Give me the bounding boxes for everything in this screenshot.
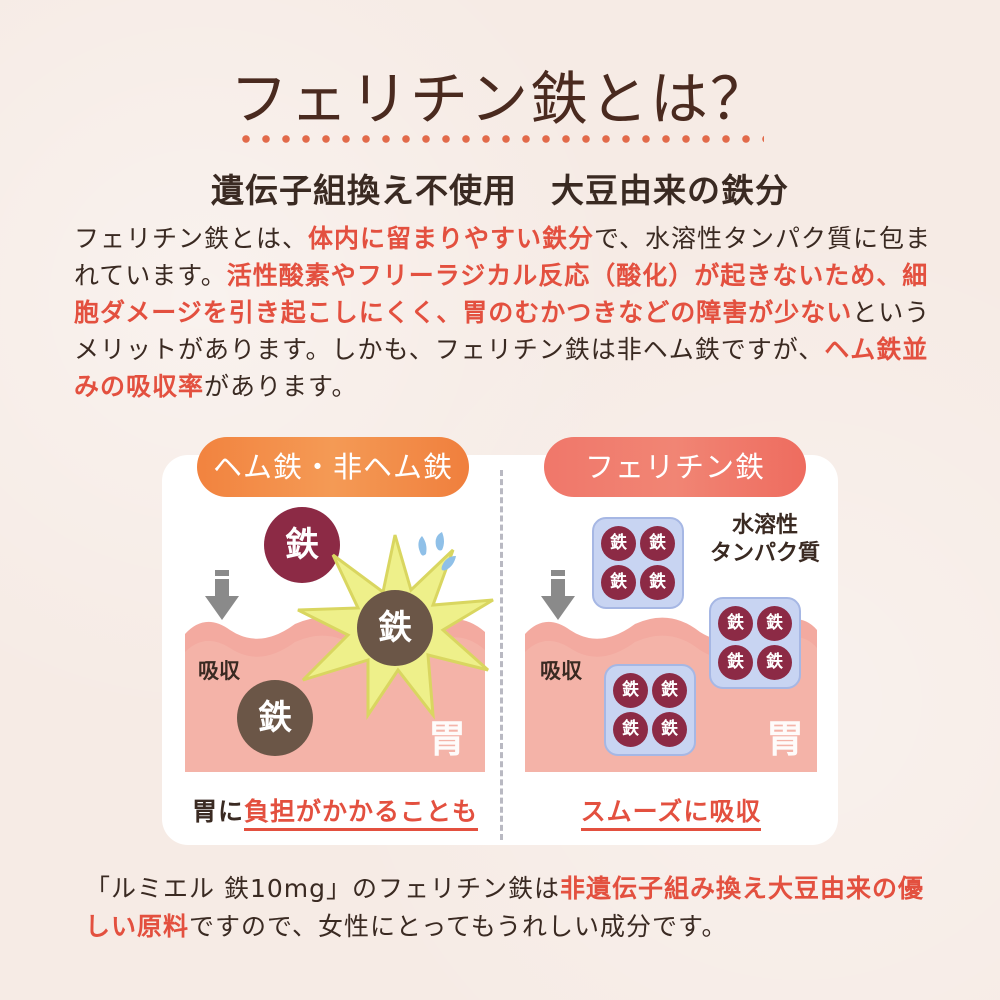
ferritin-iron-label: フェリチン鉄 [544, 437, 806, 497]
iron-dot: 鉄 [601, 526, 636, 561]
intro-segment: というメリットがあります。しかも、フェリチン鉄は非ヘム鉄ですが、 [74, 298, 931, 364]
outro-highlight: 非遺伝子組み換え大豆由来の優しい原料 [85, 874, 924, 941]
intro-segment: があります。 [204, 372, 358, 401]
iron-circle-absorbed: 鉄 [237, 680, 313, 756]
caption-left-prefix: 胃に [191, 797, 244, 826]
intro-segment: で、水溶性タンパク質に包まれています。 [74, 224, 932, 290]
stomach-label-left: 胃 [428, 717, 467, 761]
caption-right: スムーズに吸収 [525, 792, 817, 831]
iron-dot: 鉄 [601, 565, 636, 600]
dotted-divider [236, 134, 764, 144]
iron-dot: 鉄 [718, 645, 753, 680]
protein-capsule: 鉄 鉄 鉄 鉄 [592, 517, 684, 609]
panel-divider [500, 470, 503, 840]
iron-dot: 鉄 [718, 606, 753, 641]
absorb-label-left: 吸収 [198, 659, 240, 683]
iron-dot: 鉄 [757, 606, 792, 641]
iron-circle-irritating: 鉄 [357, 590, 433, 666]
intro-highlight: ヘム鉄並みの吸収率 [74, 335, 929, 401]
caption-right-text: スムーズに吸収 [580, 797, 762, 831]
iron-dot: 鉄 [613, 712, 648, 747]
stomach-label-right: 胃 [766, 717, 805, 761]
iron-dot: 鉄 [640, 526, 675, 561]
protein-capsule-absorbed: 鉄 鉄 鉄 鉄 [604, 664, 696, 756]
caption-left-highlight: 負担がかかることも [244, 797, 479, 831]
page-title: フェリチン鉄とは？ [229, 65, 770, 133]
protein-label-line1: 水溶性 [731, 513, 798, 538]
iron-dot: 鉄 [652, 712, 687, 747]
splash-icon [418, 532, 456, 571]
outro-paragraph: 「ルミエル 鉄10mg」のフェリチン鉄は非遺伝子組み換え大豆由来の優しい原料です… [85, 870, 925, 946]
absorb-label-right: 吸収 [540, 659, 582, 683]
page-subtitle: 遺伝子組換え不使用 大豆由来の鉄分 [211, 171, 789, 210]
iron-dot: 鉄 [652, 673, 687, 708]
intro-highlight: 活性酸素やフリーラジカル反応（酸化）が起きないため、細胞ダメージを引き起こしにく… [74, 261, 929, 327]
intro-paragraph: フェリチン鉄とは、体内に留まりやすい鉄分で、水溶性タンパク質に包まれています。活… [74, 220, 934, 405]
caption-left: 胃に負担がかかることも [190, 792, 480, 831]
down-arrow-icon [541, 570, 575, 620]
iron-circle: 鉄 [264, 507, 340, 583]
iron-dot: 鉄 [613, 673, 648, 708]
outro-segment: 「ルミエル 鉄10mg」のフェリチン鉄は [85, 874, 560, 903]
protein-capsule: 鉄 鉄 鉄 鉄 [709, 597, 801, 689]
iron-dot: 鉄 [640, 565, 675, 600]
protein-label-line2: タンパク質 [709, 541, 820, 566]
intro-highlight: 体内に留まりやすい鉄分 [308, 224, 595, 253]
protein-label: 水溶性 タンパク質 [700, 512, 830, 568]
outro-segment: ですので、女性にとってもうれしい成分です。 [189, 912, 728, 941]
iron-dot: 鉄 [757, 645, 792, 680]
intro-segment: フェリチン鉄とは、 [74, 224, 309, 253]
heme-iron-label: ヘム鉄・非ヘム鉄 [197, 437, 469, 497]
down-arrow-icon [205, 570, 239, 620]
